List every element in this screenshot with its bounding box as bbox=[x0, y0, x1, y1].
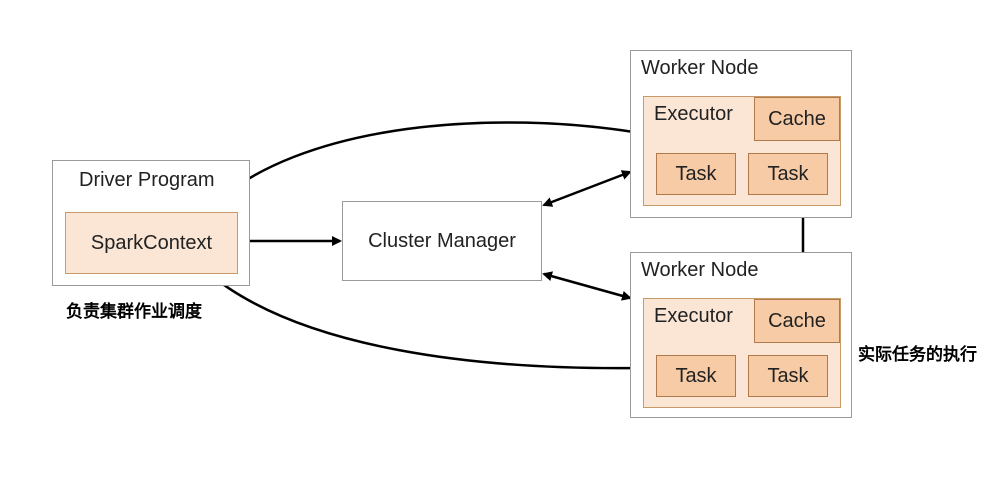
arrow-driver-worker2 bbox=[205, 270, 642, 374]
spark-context-label: SparkContext bbox=[90, 231, 213, 254]
task-2b: Task bbox=[748, 355, 828, 397]
arrow-cluster-worker2 bbox=[542, 271, 632, 301]
arrow-driver-worker1 bbox=[205, 121, 642, 212]
worker-node-1-title: Worker Node bbox=[641, 57, 759, 79]
task-1b: Task bbox=[748, 153, 828, 195]
driver-program-title: Driver Program bbox=[79, 169, 215, 191]
worker-node-2-title: Worker Node bbox=[641, 259, 759, 281]
driver-note: 负责集群作业调度 bbox=[66, 302, 202, 322]
driver-program-box: Driver Program SparkContext bbox=[52, 160, 250, 286]
cache-1: Cache bbox=[754, 97, 840, 141]
executor-2-box: Executor Cache Task Task bbox=[643, 298, 841, 408]
task-2a: Task bbox=[656, 355, 736, 397]
executor-2-label: Executor bbox=[654, 305, 733, 327]
cluster-manager-box: Cluster Manager bbox=[342, 201, 542, 281]
executor-1-label: Executor bbox=[654, 103, 733, 125]
worker-node-1: Worker Node Executor Cache Task Task bbox=[630, 50, 852, 218]
worker-node-2: Worker Node Executor Cache Task Task bbox=[630, 252, 852, 418]
worker-note: 实际任务的执行 bbox=[858, 345, 977, 365]
executor-1-box: Executor Cache Task Task bbox=[643, 96, 841, 206]
cluster-manager-label: Cluster Manager bbox=[368, 229, 516, 252]
task-1a: Task bbox=[656, 153, 736, 195]
arrow-cluster-worker1 bbox=[542, 170, 632, 207]
cache-2: Cache bbox=[754, 299, 840, 343]
spark-context-box: SparkContext bbox=[65, 212, 238, 274]
